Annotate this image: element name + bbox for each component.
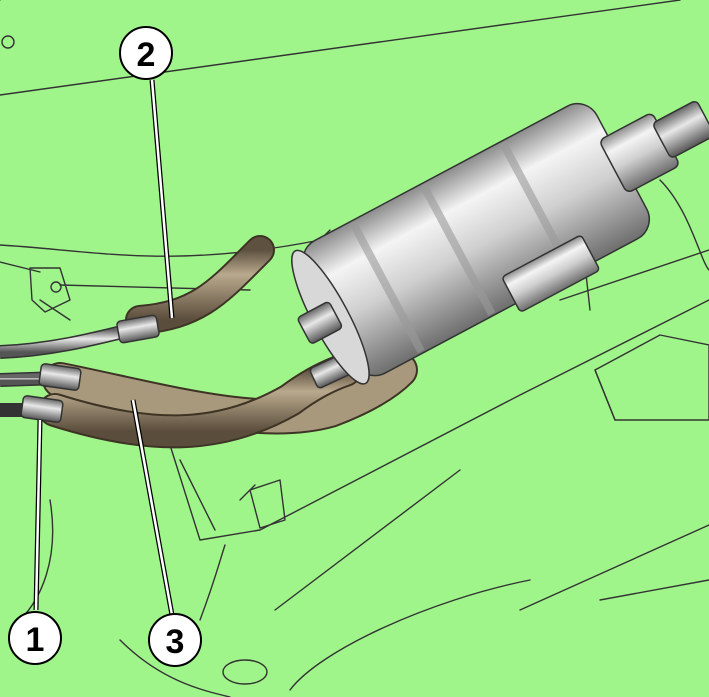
callout-3: 3	[148, 613, 202, 667]
callout-1-label: 1	[26, 621, 45, 659]
fuel-filter	[291, 100, 709, 385]
callout-2-label: 2	[137, 36, 156, 74]
hose-clamps	[20, 314, 353, 423]
callout-3-label: 3	[166, 623, 185, 661]
leader-lines	[33, 79, 175, 616]
callout-2: 2	[119, 26, 173, 80]
callout-1: 1	[8, 611, 62, 665]
